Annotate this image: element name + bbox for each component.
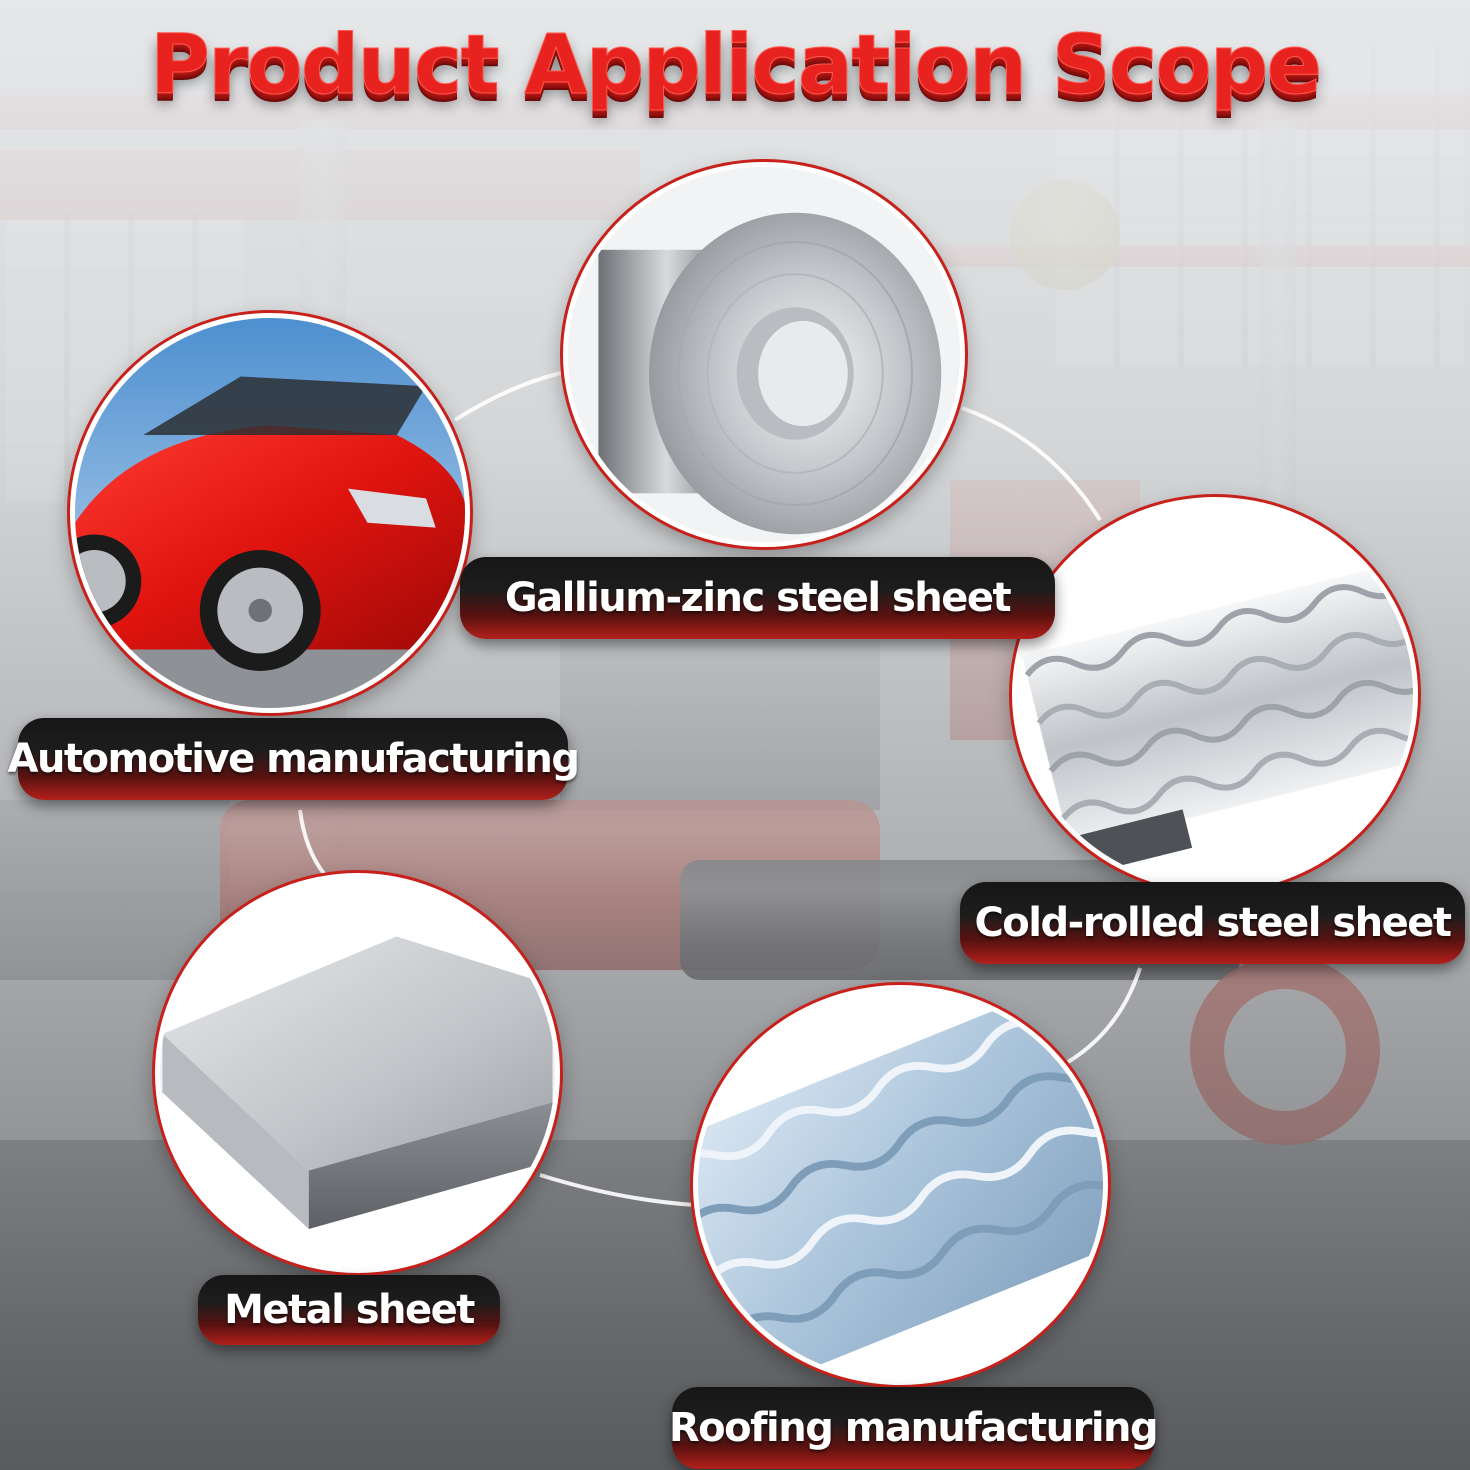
car-image: [70, 313, 470, 713]
corrugated-sheet-stack-icon: [1017, 502, 1413, 887]
corrugated-roof-sheet-icon: [698, 990, 1103, 1380]
label-roofing-manufacturing: Roofing manufacturing: [669, 1387, 1159, 1469]
roofing-image: [693, 985, 1108, 1385]
label-gallium-zinc-steel-sheet: Gallium-zinc steel sheet: [460, 557, 1055, 639]
cold-rolled-sheet-image: [1012, 497, 1418, 892]
label-metal-sheet: Metal sheet: [198, 1275, 500, 1345]
flat-metal-plate-stack-icon: [162, 878, 553, 1268]
page-title: Product Application Scope: [149, 18, 1322, 114]
label-automotive-manufacturing: Automotive manufacturing: [7, 718, 580, 800]
label-cold-rolled-steel-sheet: Cold-rolled steel sheet: [960, 882, 1465, 964]
red-convertible-car-icon: [75, 318, 465, 708]
steel-coil-image: [563, 162, 965, 547]
steel-coil-icon: [569, 167, 959, 542]
metal-sheet-image: [155, 873, 560, 1273]
